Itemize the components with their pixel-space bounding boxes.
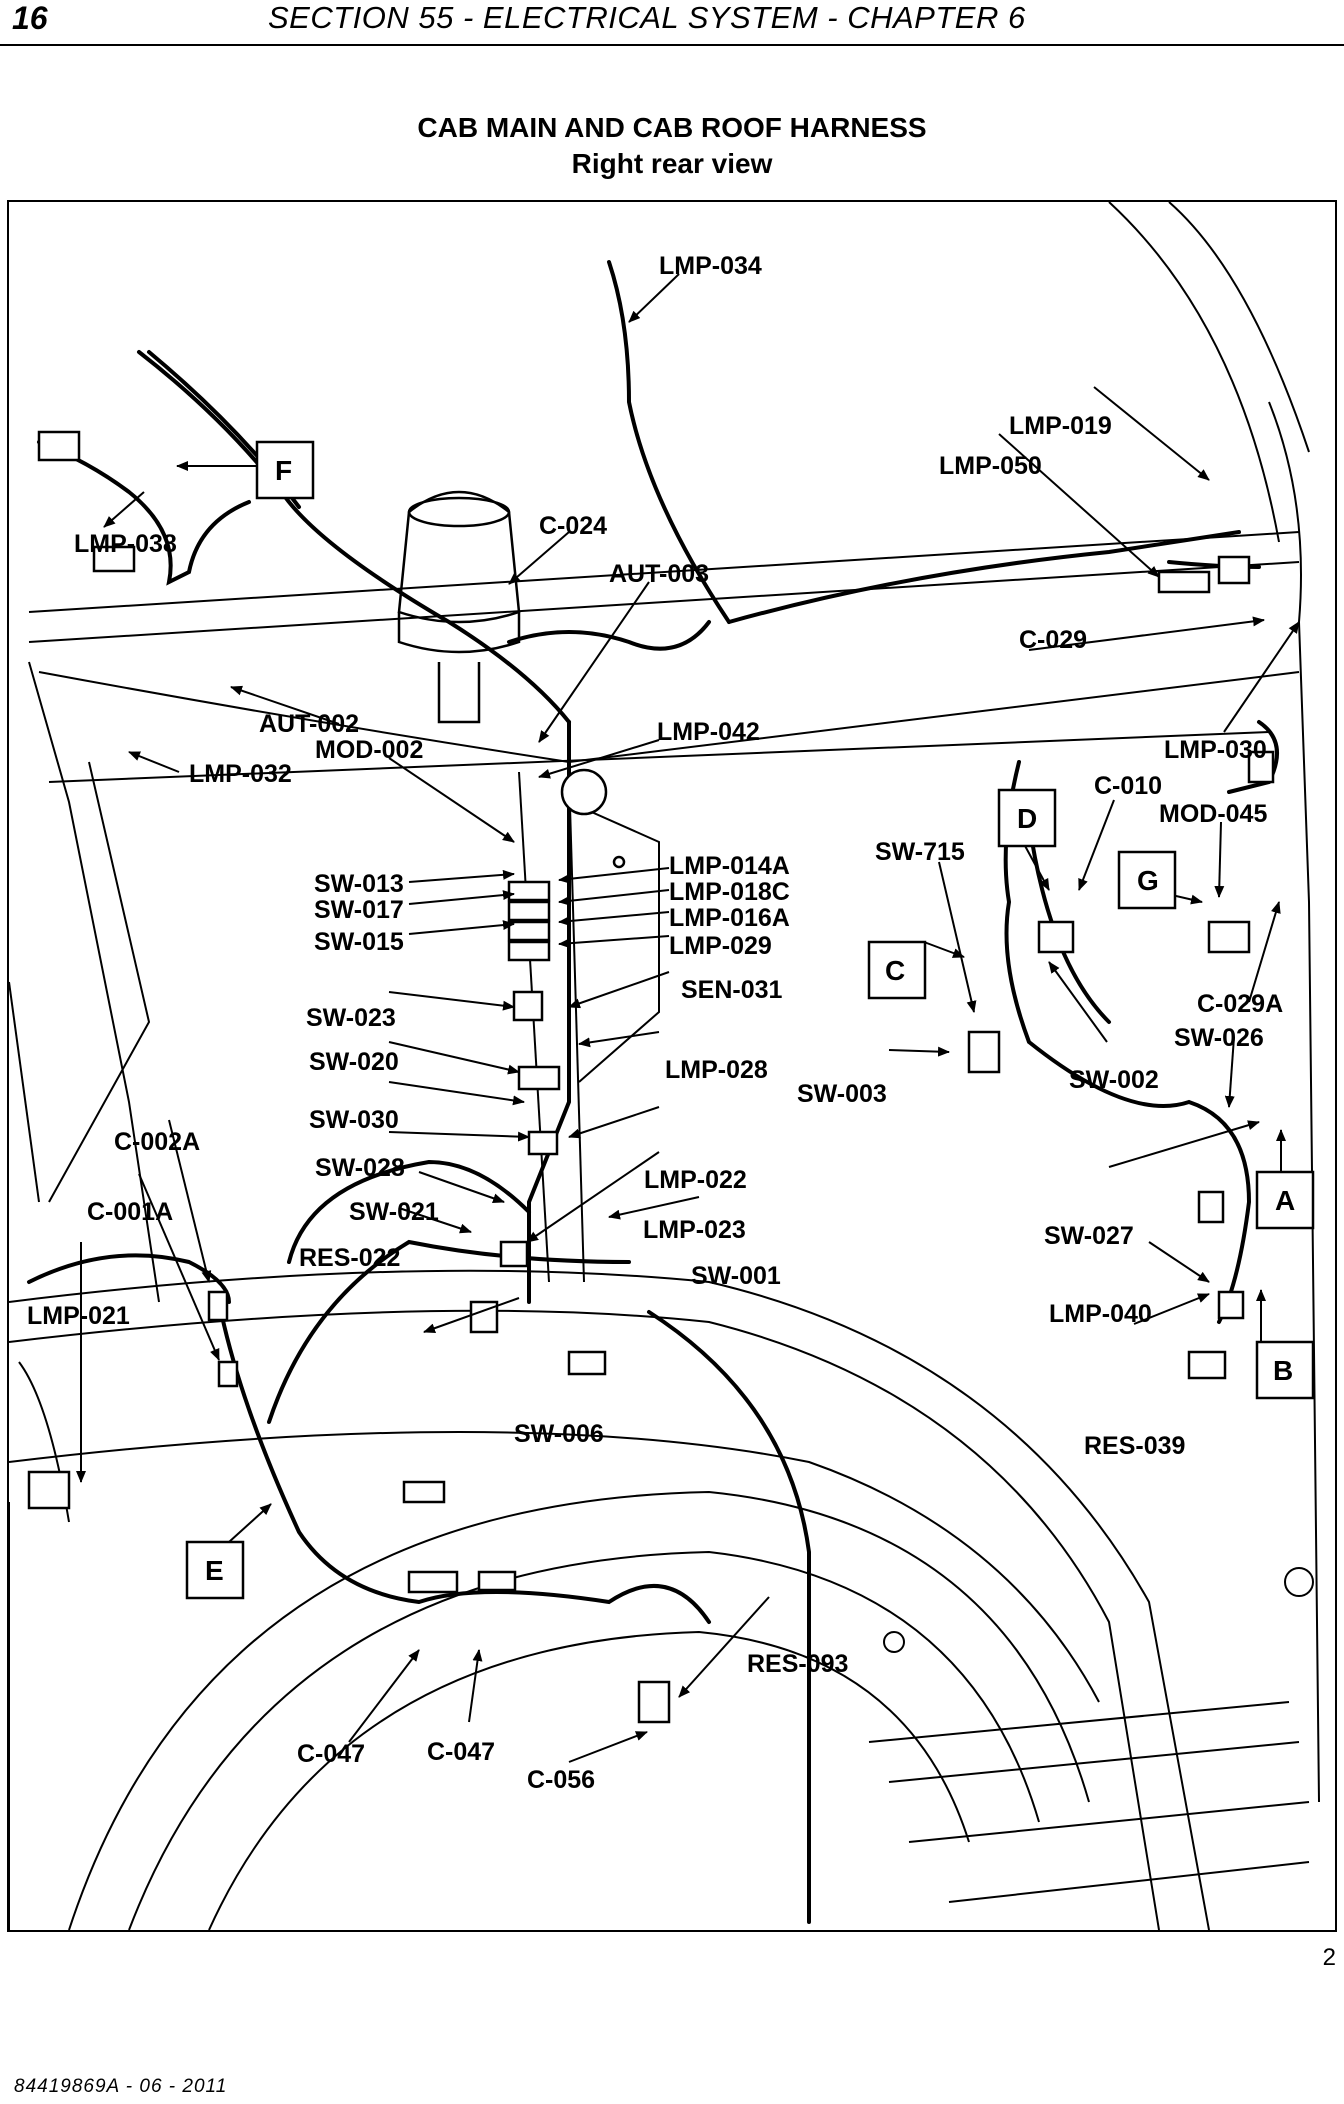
- label-mod-045: MOD-045: [1159, 800, 1267, 828]
- connectors: [27, 430, 1275, 1724]
- label-aut-003: AUT-003: [609, 560, 709, 588]
- label-sen-031: SEN-031: [681, 976, 783, 1004]
- letter-boxes: [185, 440, 1315, 1600]
- label-sw-020: SW-020: [309, 1048, 399, 1076]
- label-box-g: G: [1137, 865, 1159, 896]
- cab-structure: [9, 202, 1320, 1930]
- label-lmp-023: LMP-023: [643, 1216, 746, 1244]
- label-sw-030: SW-030: [309, 1106, 399, 1134]
- label-box-c: C: [885, 955, 905, 986]
- label-sw-017: SW-017: [314, 896, 404, 924]
- label-lmp-030: LMP-030: [1164, 736, 1267, 764]
- beacon-lamp: [397, 490, 521, 724]
- label-lmp-021: LMP-021: [27, 1302, 130, 1330]
- label-sw-026: SW-026: [1174, 1024, 1264, 1052]
- label-lmp-040: LMP-040: [1049, 1300, 1152, 1328]
- page-number: 16: [12, 0, 48, 36]
- label-c-001a: C-001A: [87, 1198, 173, 1226]
- label-box-a: A: [1275, 1185, 1295, 1216]
- label-sw-003: SW-003: [797, 1080, 887, 1108]
- label-lmp-019: LMP-019: [1009, 412, 1112, 440]
- document-code: 84419869A - 06 - 2011: [14, 2076, 228, 2097]
- label-sw-021: SW-021: [349, 1198, 439, 1226]
- section-title: SECTION 55 - ELECTRICAL SYSTEM - CHAPTER…: [268, 0, 1026, 35]
- label-c-029: C-029: [1019, 626, 1087, 654]
- label-lmp-028: LMP-028: [665, 1056, 768, 1084]
- label-sw-006: SW-006: [514, 1420, 604, 1448]
- label-lmp-014a: LMP-014A: [669, 852, 790, 880]
- callout-labels: LMP-034 LMP-019 LMP-050 F LMP-038 C-024 …: [27, 252, 1295, 1794]
- label-lmp-038: LMP-038: [74, 530, 177, 558]
- label-lmp-018c: LMP-018C: [669, 878, 790, 906]
- label-sw-001: SW-001: [691, 1262, 781, 1290]
- callout-arrows: [76, 273, 1300, 1763]
- label-box-d: D: [1017, 803, 1037, 834]
- label-c-056: C-056: [527, 1766, 595, 1794]
- label-lmp-029: LMP-029: [669, 932, 772, 960]
- label-c-047-right: C-047: [427, 1738, 495, 1766]
- label-c-047-left: C-047: [297, 1740, 365, 1768]
- figure-title: CAB MAIN AND CAB ROOF HARNESS: [417, 112, 927, 143]
- label-aut-002: AUT-002: [259, 710, 359, 738]
- label-sw-715: SW-715: [875, 838, 965, 866]
- label-lmp-016a: LMP-016A: [669, 904, 790, 932]
- label-mod-002: MOD-002: [315, 736, 423, 764]
- label-c-010: C-010: [1094, 772, 1162, 800]
- label-sw-023: SW-023: [306, 1004, 396, 1032]
- label-sw-013: SW-013: [314, 870, 404, 898]
- diagram-frame: LMP-034 LMP-019 LMP-050 F LMP-038 C-024 …: [7, 200, 1337, 1932]
- label-c-024: C-024: [539, 512, 607, 540]
- label-sw-028: SW-028: [315, 1154, 405, 1182]
- label-res-093: RES-093: [747, 1650, 848, 1678]
- label-box-f: F: [275, 455, 292, 486]
- label-lmp-032: LMP-032: [189, 760, 292, 788]
- harness-diagram: LMP-034 LMP-019 LMP-050 F LMP-038 C-024 …: [9, 202, 1320, 1930]
- figure-number: 2: [1322, 1944, 1336, 1971]
- label-sw-027: SW-027: [1044, 1222, 1134, 1250]
- label-res-022: RES-022: [299, 1244, 400, 1272]
- label-box-b: B: [1273, 1355, 1293, 1386]
- label-c-002a: C-002A: [114, 1128, 200, 1156]
- label-sw-002: SW-002: [1069, 1066, 1159, 1094]
- label-sw-015: SW-015: [314, 928, 404, 956]
- label-box-e: E: [205, 1555, 224, 1586]
- label-lmp-034: LMP-034: [659, 252, 762, 280]
- label-res-039: RES-039: [1084, 1432, 1185, 1460]
- figure-subtitle: Right rear view: [571, 148, 773, 179]
- label-lmp-022: LMP-022: [644, 1166, 747, 1194]
- label-lmp-050: LMP-050: [939, 452, 1042, 480]
- wiring-harness: [27, 260, 1279, 1924]
- header-rule: [0, 44, 1344, 46]
- label-lmp-042: LMP-042: [657, 718, 760, 746]
- label-c-029a: C-029A: [1197, 990, 1283, 1018]
